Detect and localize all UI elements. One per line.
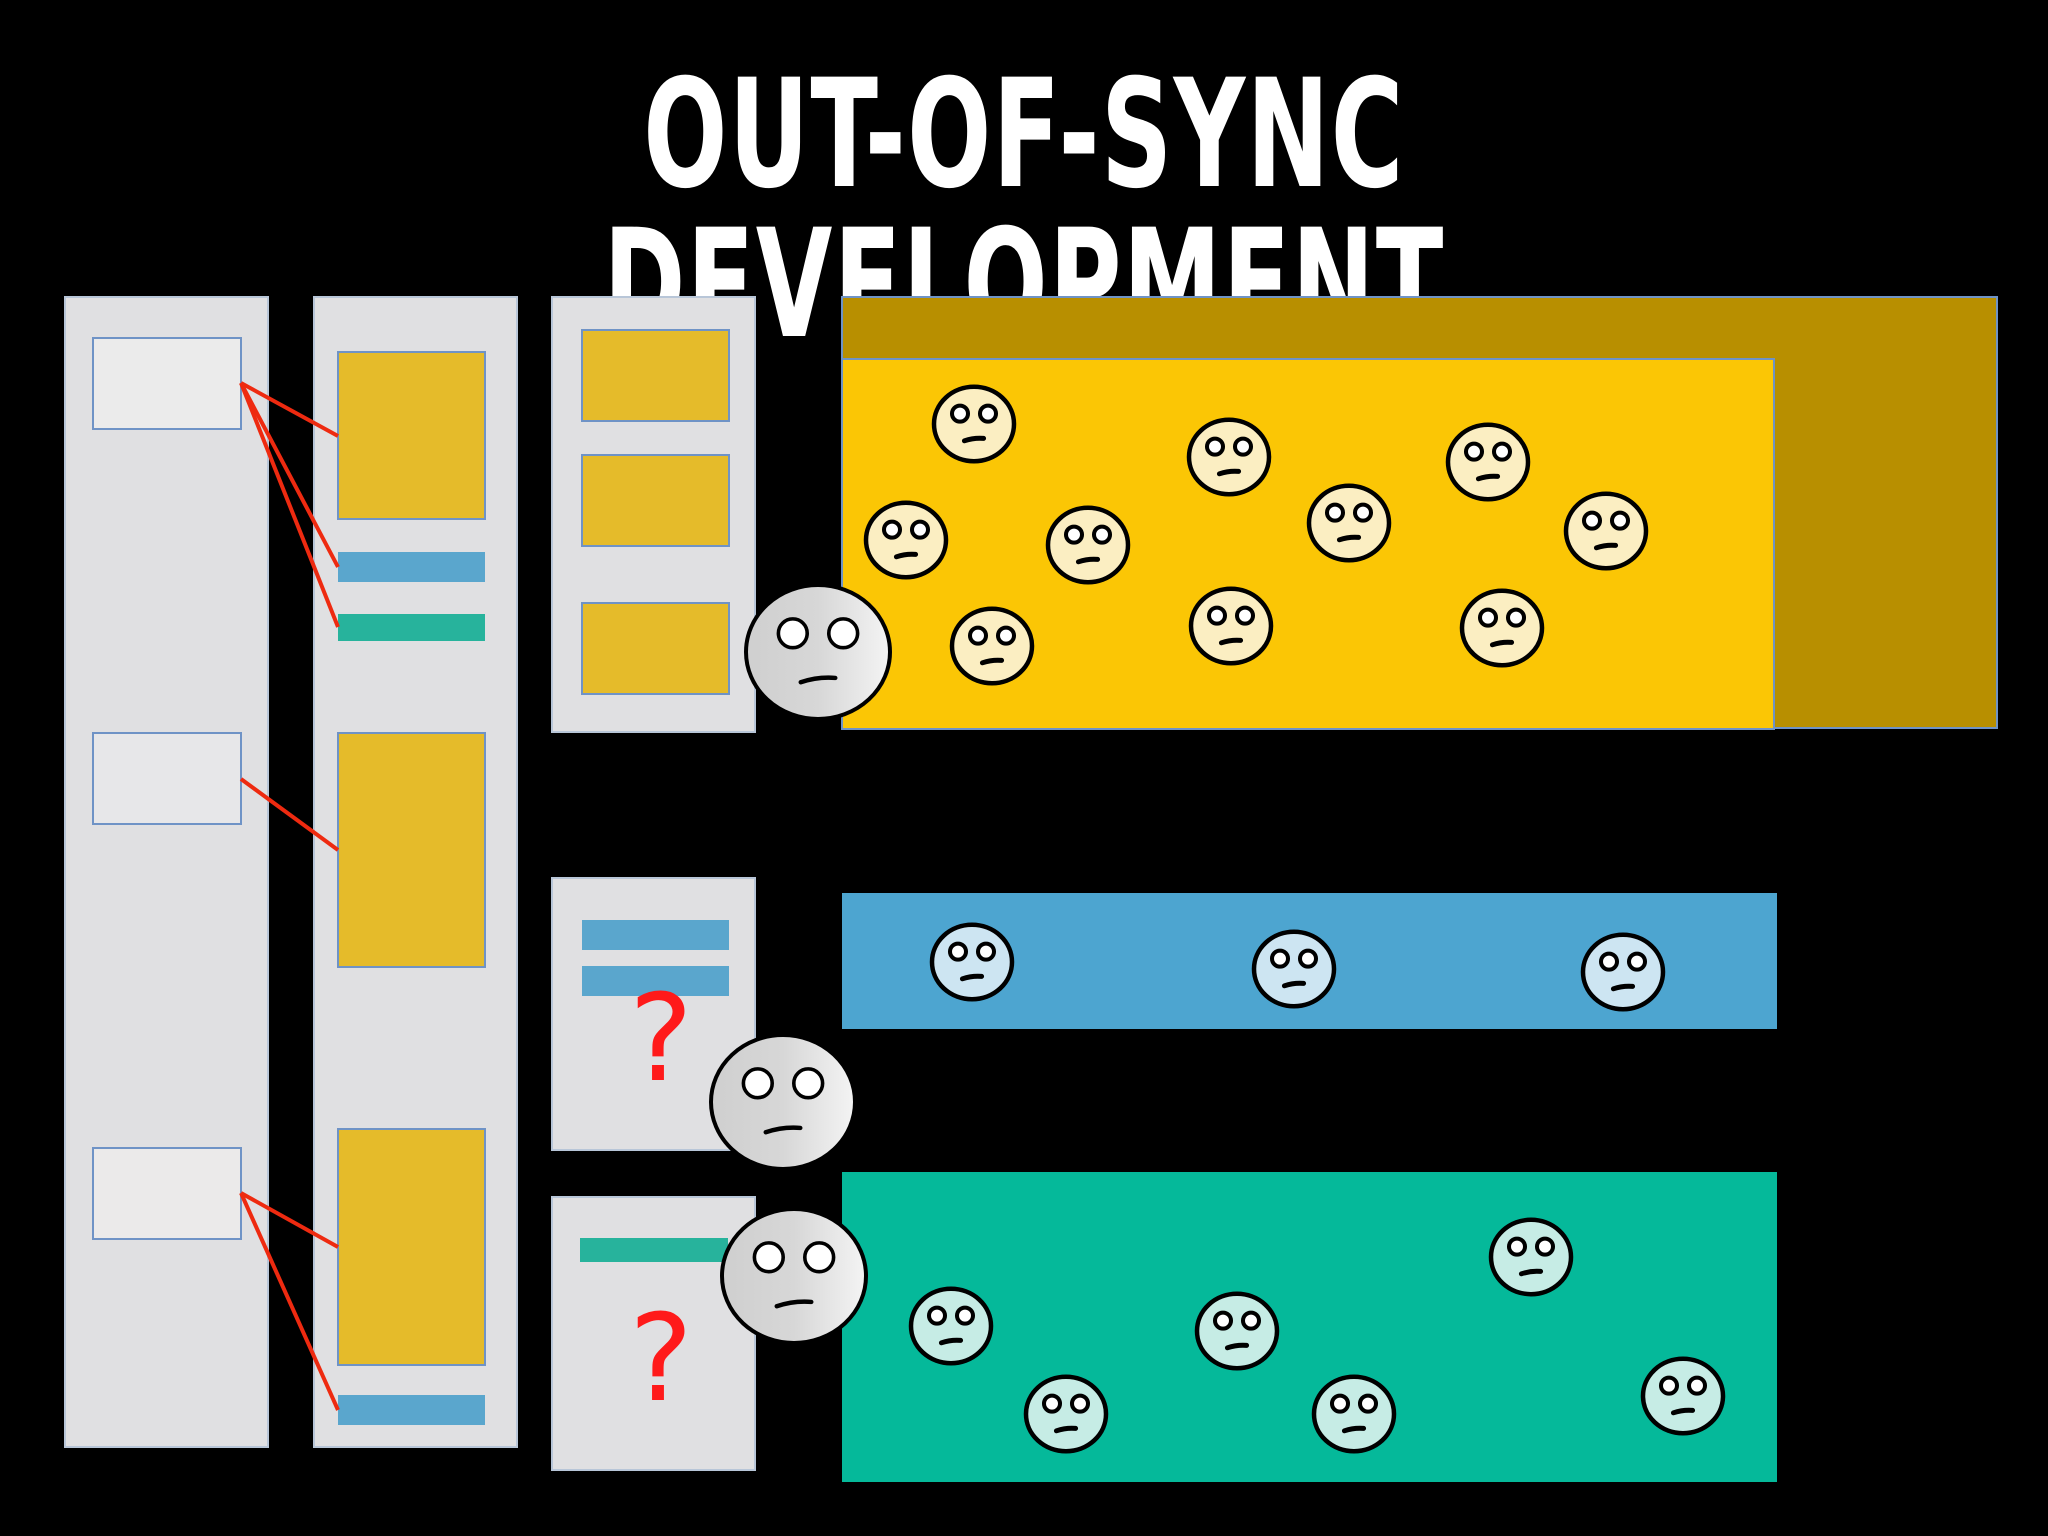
- column-3-blue-bar-1: [582, 920, 729, 950]
- column-3-top-panel-group: [551, 296, 756, 733]
- column-2-blue-bar-1: [338, 552, 485, 582]
- question-mark-2: ?: [629, 1290, 693, 1429]
- slide-title: OUT-OF-SYNC DEVELOPMENT: [603, 48, 1445, 372]
- team-member-face: [1186, 417, 1272, 497]
- column-3-gold-block-2: [581, 454, 730, 547]
- team-member-face: [1640, 1356, 1726, 1436]
- team-member-face: [1459, 588, 1545, 668]
- column-3-blue-bar-2: [582, 966, 729, 996]
- blue-team-members: [929, 922, 1666, 1012]
- team-member-face: [1306, 483, 1392, 563]
- connector-line: [239, 382, 340, 628]
- team-member-face: [1563, 491, 1649, 571]
- column-2-gold-block-3: [337, 1128, 486, 1366]
- team-member-face: [1194, 1291, 1280, 1371]
- connectors: [239, 381, 340, 1411]
- teal-team-area: [842, 1172, 1777, 1482]
- teal-team-members: [908, 1217, 1726, 1454]
- team-member-face: [1023, 1374, 1109, 1454]
- team-member-face: [1251, 929, 1337, 1009]
- team-member-face: [1045, 505, 1131, 585]
- team-member-face: [931, 384, 1017, 464]
- team-member-face: [1488, 1217, 1574, 1297]
- developer-face: [720, 1207, 868, 1345]
- gold-team-members: [863, 384, 1649, 686]
- team-member-face: [863, 500, 949, 580]
- connector-line: [239, 777, 340, 852]
- column-1-box-3: [92, 1147, 242, 1240]
- connector-line: [240, 1191, 339, 1249]
- connector-line: [240, 381, 339, 438]
- team-member-face: [1445, 422, 1531, 502]
- developer-face: [709, 1033, 857, 1171]
- column-2-teal-bar-1: [338, 614, 485, 641]
- connector-line: [239, 382, 340, 568]
- team-member-face: [1311, 1374, 1397, 1454]
- team-member-face: [908, 1286, 994, 1366]
- column-3-gold-block-3: [581, 602, 730, 695]
- column-1-box-1: [92, 337, 242, 430]
- column-1-panel-group: [64, 296, 269, 1448]
- column-1-panel: [64, 296, 269, 1448]
- team-member-face: [1580, 932, 1666, 1012]
- column-2-gold-block-2: [337, 732, 486, 968]
- team-member-face: [949, 606, 1035, 686]
- column-3-gold-block-1: [581, 329, 730, 422]
- column-2-blue-bar-2: [338, 1395, 485, 1425]
- column-3-teal-bar: [580, 1238, 728, 1262]
- developer-face: [744, 583, 892, 721]
- team-member-face: [1188, 586, 1274, 666]
- column-2-gold-block-1: [337, 351, 486, 520]
- question-mark-1: ?: [629, 970, 693, 1109]
- developers: [709, 583, 892, 1345]
- team-member-face: [929, 922, 1015, 1002]
- column-2-panel-group: [313, 296, 518, 1448]
- connector-line: [239, 1192, 340, 1411]
- column-1-box-2: [92, 732, 242, 825]
- column-3-bottom-panel-group: ?: [551, 1196, 756, 1471]
